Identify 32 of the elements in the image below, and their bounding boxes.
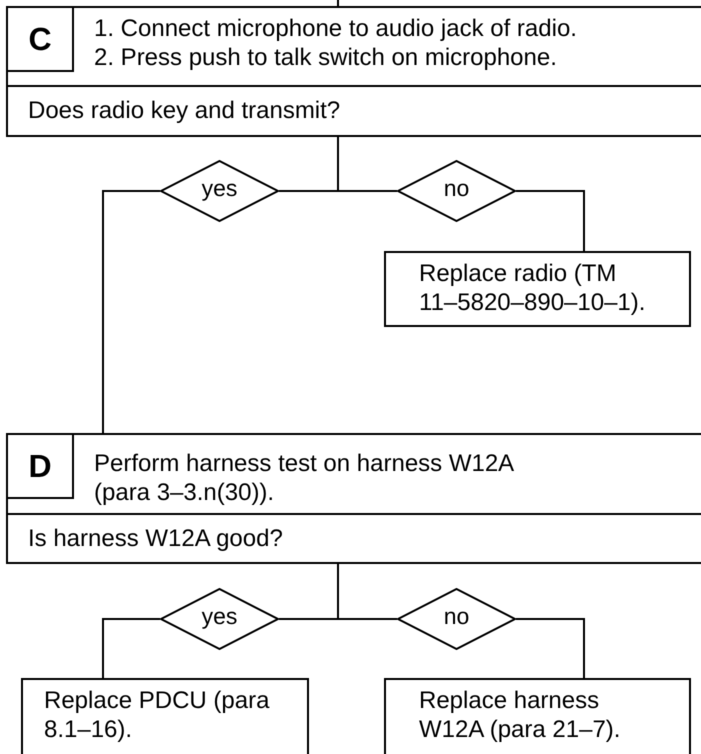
step-letter: C [6, 6, 74, 72]
connector-line [516, 618, 585, 678]
action-text: Replace harness W12A (para 21–7). [419, 686, 622, 744]
question-box [6, 513, 701, 564]
connector-line [337, 137, 397, 192]
decision-diamond [397, 588, 516, 650]
action-box [21, 678, 309, 754]
instruction-text: Perform harness test on harness W12A (para 3–3.n(30)). [94, 449, 514, 507]
instruction-text: 1. Connect microphone to audio jack of radio. [94, 14, 578, 43]
action-box [384, 678, 691, 754]
decision-label: yes [200, 174, 238, 203]
decision-diamond [160, 160, 279, 222]
connector-line [102, 618, 160, 678]
question-text: Is harness W12A good? [28, 524, 284, 553]
connector-line [337, 564, 397, 620]
connector-line [516, 190, 585, 251]
action-text: Replace radio (TM 11–5820–890–10–1). [419, 259, 646, 317]
connector-line [102, 190, 160, 433]
question-text: Does radio key and transmit? [28, 96, 342, 125]
decision-label: no [442, 174, 470, 203]
instruction-text: 2. Press push to talk switch on microphone. [94, 43, 558, 72]
step-letter: D [6, 433, 74, 499]
decision-diamond [160, 588, 279, 650]
question-box [6, 85, 701, 137]
step-box [6, 6, 701, 87]
decision-diamond [397, 160, 516, 222]
action-box [384, 251, 691, 327]
action-text: Replace PDCU (para 8.1–16). [44, 686, 270, 744]
decision-label: yes [200, 602, 238, 631]
decision-label: no [442, 602, 470, 631]
step-box [6, 433, 701, 515]
connector-line [337, 0, 339, 6]
